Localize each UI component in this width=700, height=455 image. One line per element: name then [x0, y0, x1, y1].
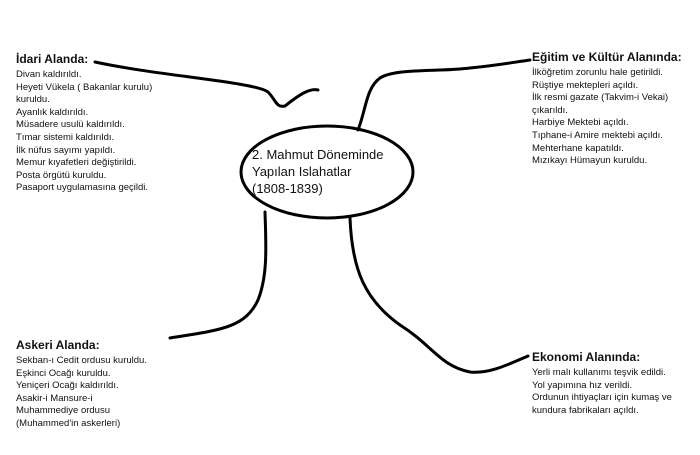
- node-askeri-list: Sekban-ı Cedit ordusu kuruldu. Eşkinci O…: [16, 355, 147, 431]
- list-item: Yerli malı kullanımı teşvik edildi.: [532, 367, 666, 378]
- list-item: Müsadere usulü kaldırıldı.: [16, 119, 125, 131]
- node-egitim: Eğitim ve Kültür Alanında: İlköğretim zo…: [532, 50, 682, 168]
- center-ellipse: [239, 124, 415, 220]
- node-egitim-title: Eğitim ve Kültür Alanında:: [532, 50, 682, 64]
- list-item: Eşkinci Ocağı kuruldu.: [16, 367, 111, 379]
- center-line-3: (1808-1839): [252, 181, 323, 196]
- list-item: Memur kıyafetleri değiştirildi.: [16, 157, 137, 169]
- list-item: Muhammediye ordusu: [16, 405, 110, 417]
- list-item: Ordunun ihtiyaçları için kumaş ve: [532, 392, 672, 404]
- list-item: Sekban-ı Cedit ordusu kuruldu.: [16, 355, 147, 366]
- node-idari-list: Divan kaldırıldı. Heyeti Vükela ( Bakanl…: [16, 69, 152, 195]
- list-item: Yeniçeri Ocağı kaldırıldı.: [16, 380, 119, 392]
- node-ekonomi-list: Yerli malı kullanımı teşvik edildi. Yol …: [532, 367, 672, 417]
- node-ekonomi: Ekonomi Alanında: Yerli malı kullanımı t…: [532, 350, 672, 417]
- list-item: (Muhammed'in askerleri): [16, 417, 121, 429]
- list-item: Posta örgütü kuruldu.: [16, 169, 107, 181]
- list-item: Pasaport uygulamasına geçildi.: [16, 182, 149, 194]
- list-item: İlk nüfus sayımı yapıldı.: [16, 144, 116, 156]
- list-item: Tıphane-i Amire mektebi açıldı.: [532, 129, 663, 141]
- list-item: kundura fabrikaları açıldı.: [532, 404, 639, 416]
- center-topic: 2. Mahmut Döneminde Yapılan Islahatlar (…: [252, 146, 422, 197]
- center-line-1: 2. Mahmut Döneminde: [252, 147, 384, 162]
- node-ekonomi-title: Ekonomi Alanında:: [532, 350, 641, 364]
- list-item: Mehterhane kapatıldı.: [532, 142, 624, 154]
- connector-idari: [93, 60, 320, 108]
- connector-egitim: [356, 58, 532, 132]
- node-idari-title: İdari Alanda:: [16, 52, 89, 66]
- node-askeri-title: Askeri Alanda:: [16, 338, 100, 352]
- connector-askeri: [168, 210, 268, 340]
- list-item: Asakir-i Mansure-i: [16, 392, 93, 404]
- list-item: Ayanlık kaldırıldı.: [16, 106, 89, 118]
- node-askeri: Askeri Alanda: Sekban-ı Cedit ordusu kur…: [16, 338, 147, 455]
- list-item: Rüştiye mektepleri açıldı.: [532, 79, 639, 91]
- list-item: Mızıkayı Hümayun kuruldu.: [532, 155, 648, 167]
- list-item: İlköğretim zorunlu hale getirildi.: [532, 67, 663, 78]
- list-item: çıkarıldı.: [532, 104, 568, 116]
- list-item: Harbiye Mektebi açıldı.: [532, 117, 629, 129]
- list-item: Divan kaldırıldı.: [16, 69, 82, 80]
- list-item: İlk resmi gazate (Takvim-i Vekai): [532, 92, 669, 104]
- list-item: Yol yapımına hız verildi.: [532, 379, 632, 391]
- node-egitim-list: İlköğretim zorunlu hale getirildi. Rüşti…: [532, 67, 682, 168]
- node-idari: İdari Alanda: Divan kaldırıldı. Heyeti V…: [16, 52, 152, 195]
- center-line-2: Yapılan Islahatlar: [252, 164, 352, 179]
- list-item: kuruldu.: [16, 94, 50, 106]
- list-item: Heyeti Vükela ( Bakanlar kurulu): [16, 81, 153, 93]
- list-item: Tımar sistemi kaldırıldı.: [16, 131, 115, 143]
- connector-ekonomi: [348, 216, 530, 374]
